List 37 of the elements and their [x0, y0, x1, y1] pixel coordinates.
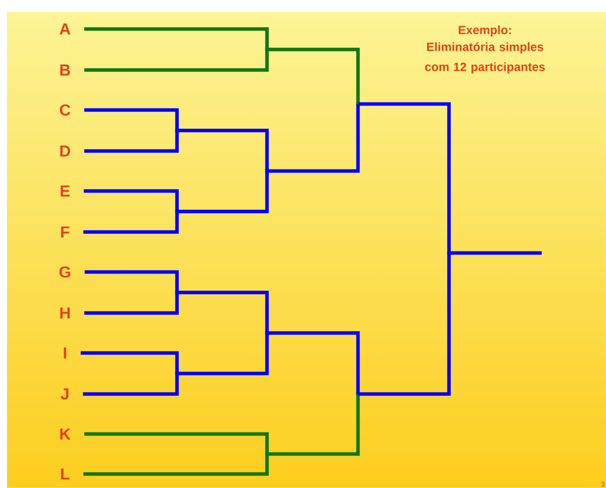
bracket-line [84, 270, 179, 292]
player-label: B [60, 64, 70, 76]
bracket-line [82, 374, 179, 396]
bracket-line [177, 333, 269, 376]
bracket-line [84, 292, 179, 315]
player-label: F [61, 226, 70, 238]
bracket-line [84, 50, 269, 72]
player-label: I [64, 348, 66, 358]
bracket-line [267, 331, 360, 394]
player-label: K [60, 428, 71, 440]
bracket-line [83, 454, 269, 476]
bracket-line [177, 171, 269, 214]
bracket-line [84, 189, 179, 212]
bracket-line [83, 212, 179, 234]
bracket-line [358, 102, 451, 253]
bracket-line [84, 108, 179, 130]
player-label: H [60, 308, 70, 318]
bracket-line [80, 351, 179, 374]
bracket-line [267, 48, 360, 104]
player-label: J [60, 388, 68, 400]
bracket-line [177, 290, 269, 333]
bracket-line [84, 432, 269, 454]
player-label: C [60, 104, 70, 116]
player-label: D [60, 146, 70, 156]
bracket-line [358, 253, 451, 396]
bracket-line [84, 130, 179, 153]
title: Exemplo: [458, 25, 511, 37]
subtitle: Eliminatória simples com 12 participantes [425, 42, 545, 74]
player-label: E [60, 186, 70, 196]
bracket-line [267, 394, 360, 456]
player-label: A [60, 24, 70, 34]
player-label: G [59, 266, 70, 278]
player-label: L [61, 468, 70, 480]
bracket-line [449, 251, 542, 255]
bracket-line [267, 104, 360, 173]
bracket-line [84, 27, 269, 50]
bracket-line [177, 128, 269, 171]
